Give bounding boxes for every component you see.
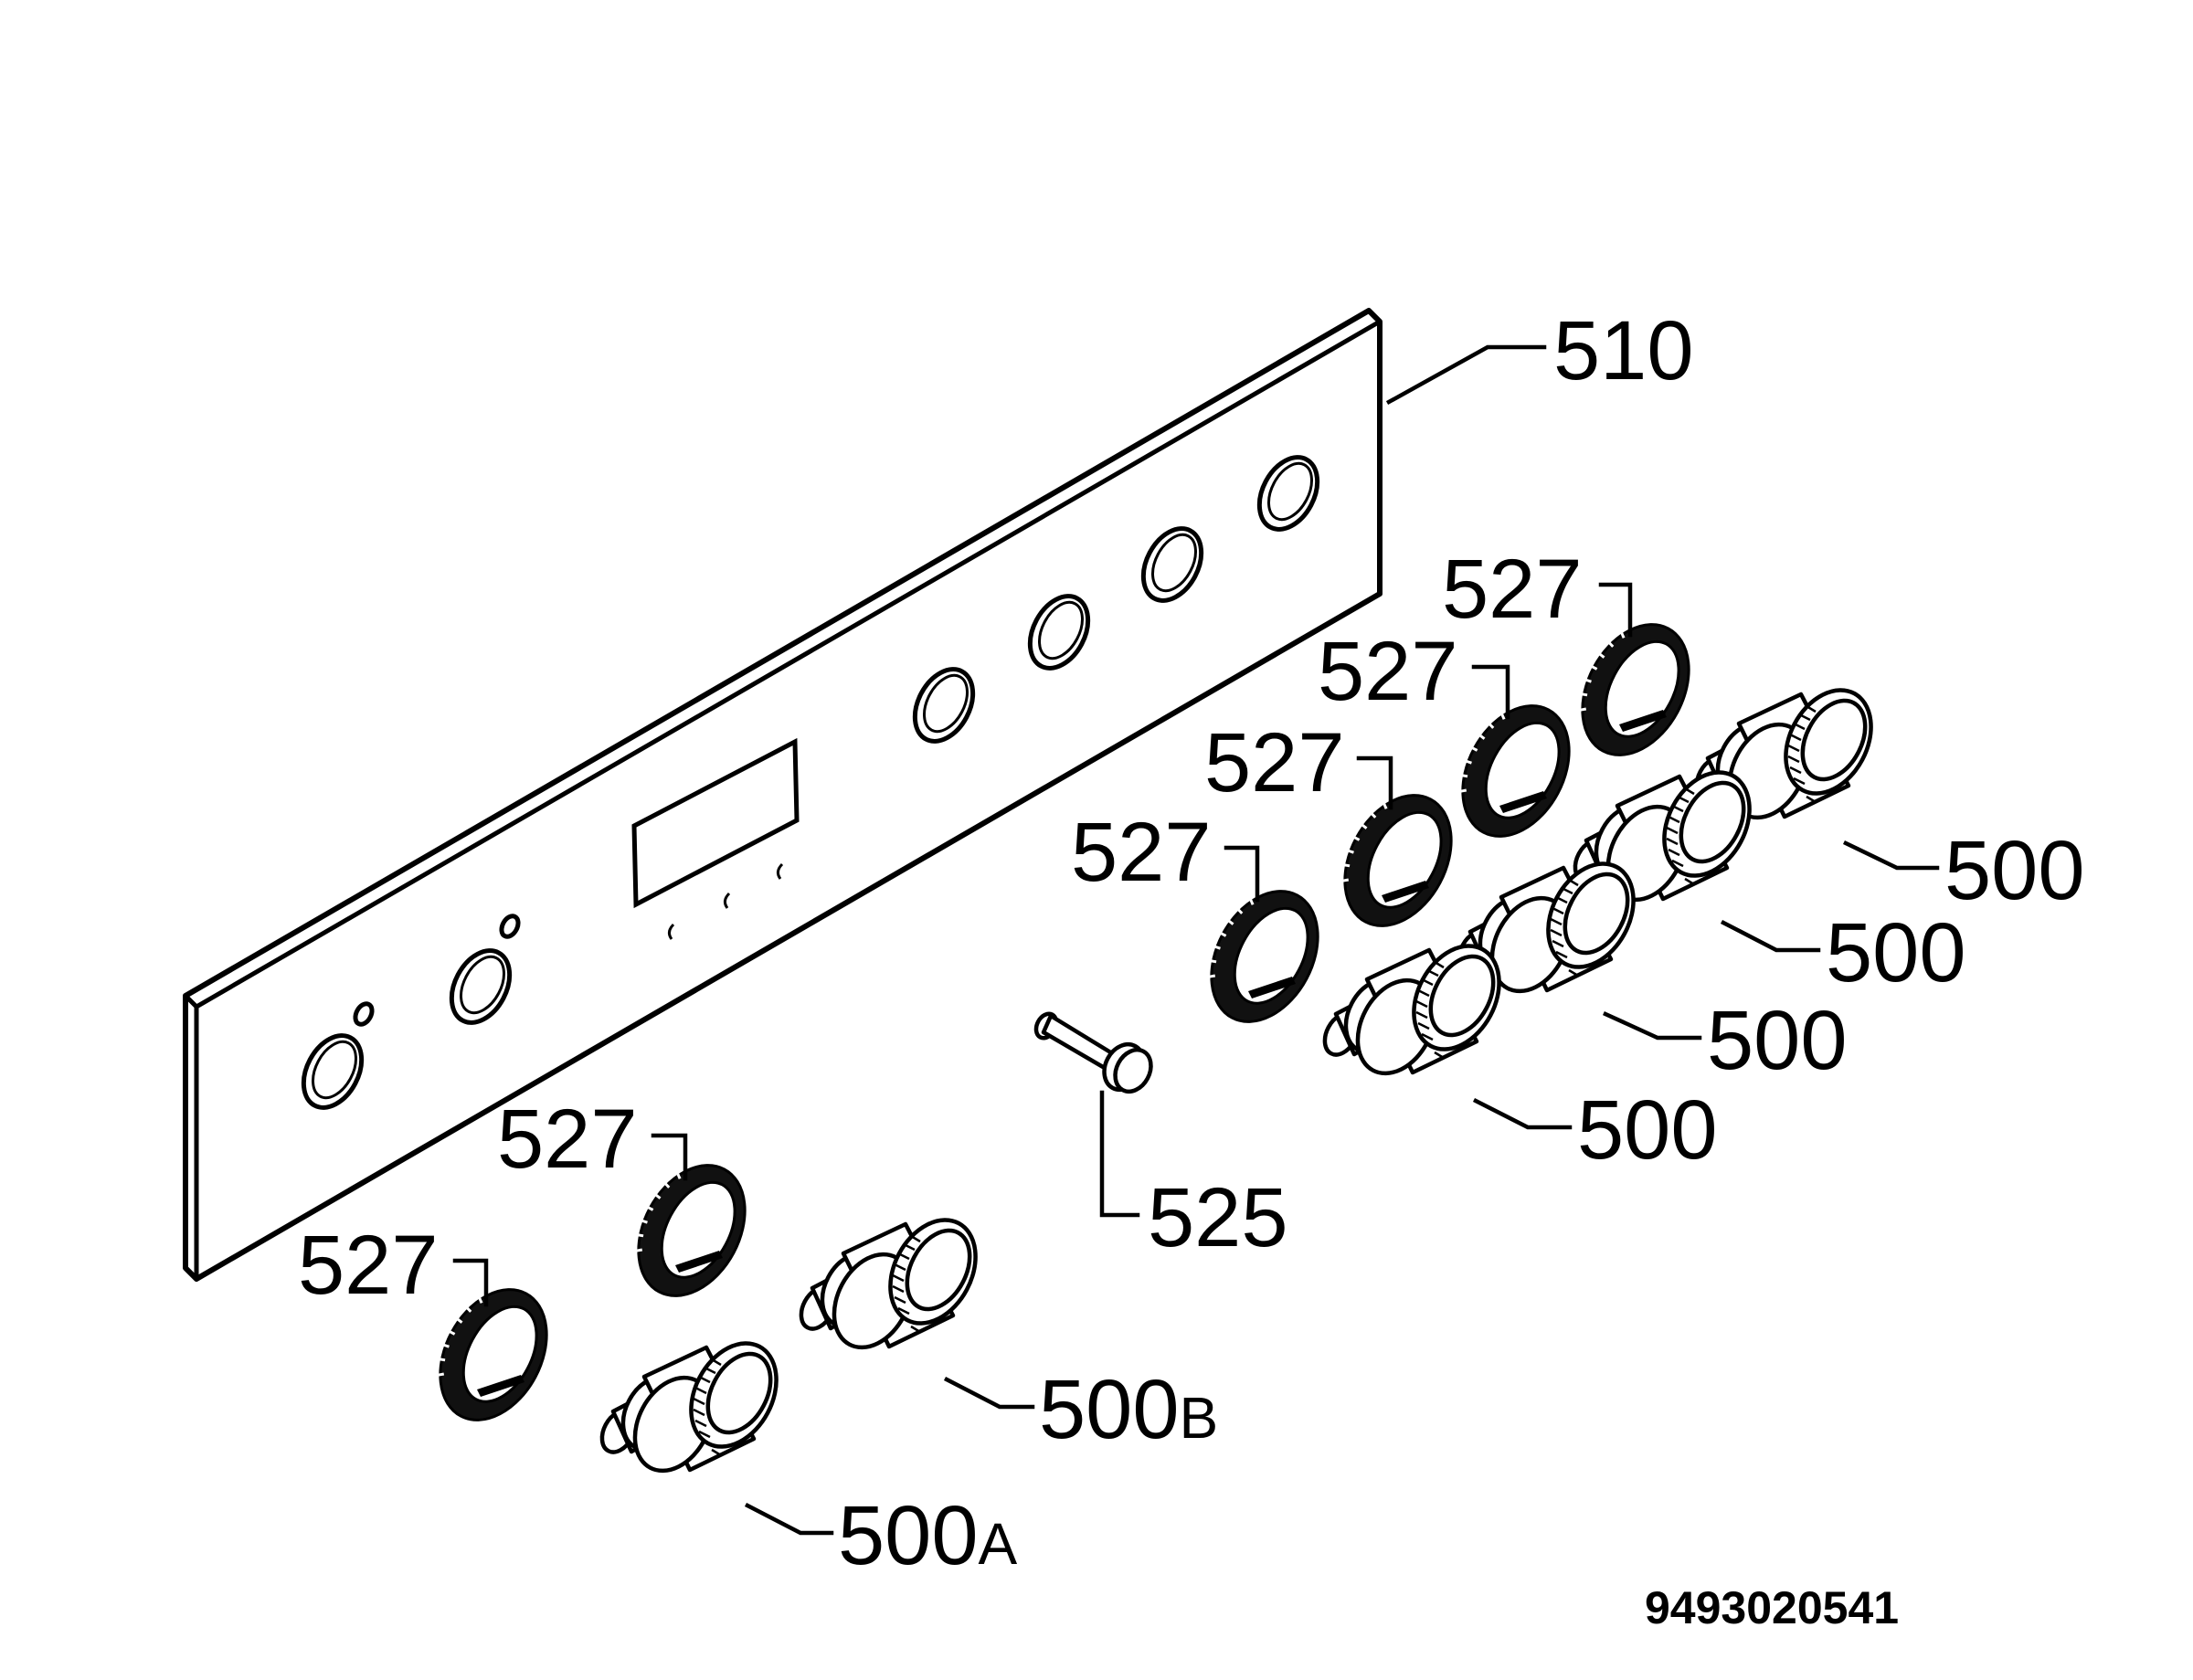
- bezel-ring: [1321, 775, 1475, 946]
- control-panel-510: [183, 308, 1383, 1282]
- leader-lines: [452, 344, 1940, 1536]
- callout-labels: 510 527 527 527 527 527 527 500 500 500 …: [298, 304, 2085, 1582]
- clip-525: [1033, 1011, 1153, 1094]
- label-527: 527: [1318, 625, 1458, 718]
- document-number: 9493020541: [1645, 1582, 1899, 1633]
- label-527: 527: [1204, 716, 1345, 809]
- label-525: 525: [1148, 1171, 1288, 1264]
- label-500: 500: [1944, 824, 2085, 917]
- bezel-ring: [615, 1145, 768, 1316]
- label-527: 527: [298, 1219, 439, 1312]
- label-510: 510: [1553, 304, 1694, 397]
- panel-display-window: [631, 737, 800, 909]
- control-knob-500a: [596, 1328, 794, 1484]
- control-knob-500b: [795, 1205, 993, 1360]
- panel-knob-holes: [301, 455, 1320, 1110]
- label-500a: 500A: [838, 1489, 1018, 1582]
- bezel-ring: [1439, 685, 1593, 857]
- control-knob: [1319, 931, 1517, 1086]
- label-500b: 500B: [1039, 1363, 1218, 1456]
- label-527: 527: [497, 1093, 638, 1186]
- label-500: 500: [1707, 994, 1848, 1087]
- bezel-ring: [1188, 871, 1341, 1042]
- label-500: 500: [1826, 906, 1966, 999]
- bezel-ring: [417, 1269, 570, 1441]
- bezel-ring: [1559, 604, 1712, 776]
- label-527: 527: [1442, 543, 1583, 636]
- label-500: 500: [1577, 1083, 1718, 1177]
- label-527: 527: [1071, 806, 1212, 899]
